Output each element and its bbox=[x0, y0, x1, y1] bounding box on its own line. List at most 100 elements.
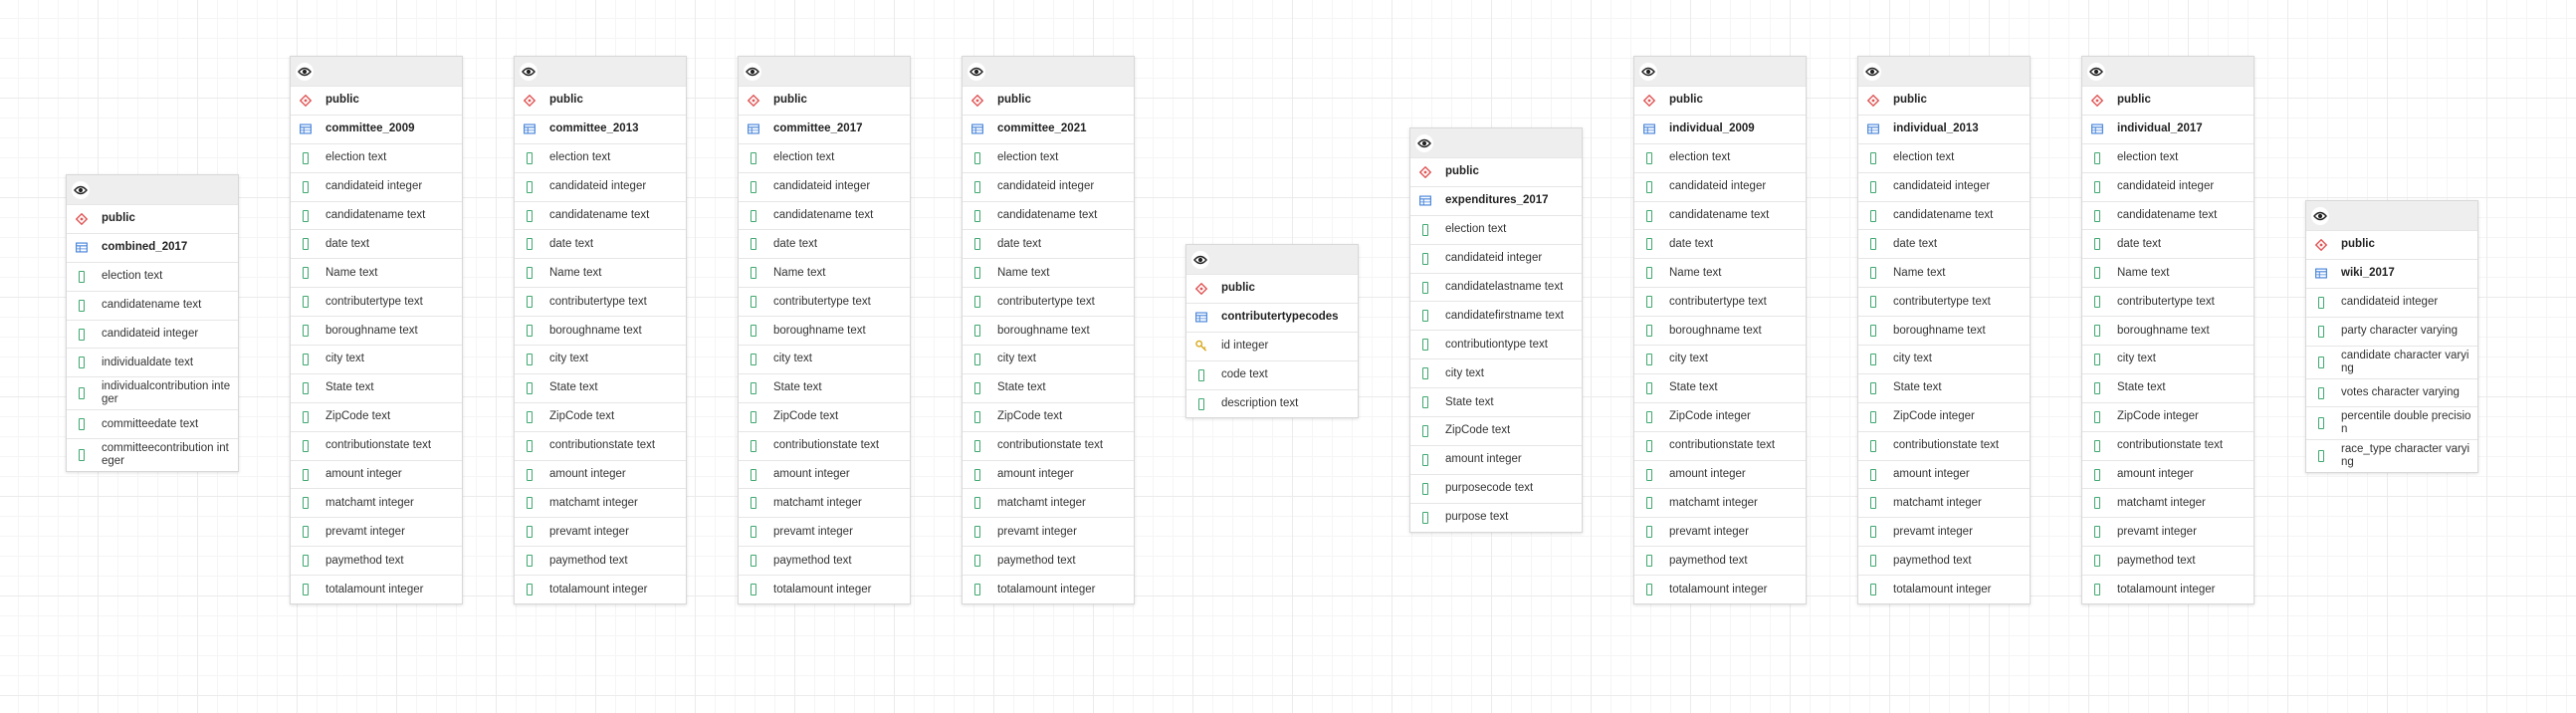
column-row[interactable]: paymethod text bbox=[291, 546, 462, 575]
column-row[interactable]: boroughname text bbox=[2082, 316, 2254, 345]
column-row[interactable]: boroughname text bbox=[1634, 316, 1806, 345]
column-row[interactable]: Name text bbox=[739, 258, 910, 287]
column-row[interactable]: election text bbox=[1858, 142, 2030, 172]
column-row[interactable]: amount integer bbox=[1858, 459, 2030, 489]
column-row[interactable]: amount integer bbox=[963, 459, 1134, 489]
column-row[interactable]: contributertype text bbox=[739, 287, 910, 316]
column-row[interactable]: amount integer bbox=[1634, 459, 1806, 489]
column-row[interactable]: race_type character varying bbox=[2306, 439, 2477, 472]
column-row[interactable]: candidatename text bbox=[739, 200, 910, 230]
column-row[interactable]: election text bbox=[1634, 142, 1806, 172]
eye-icon[interactable] bbox=[2311, 206, 2329, 225]
column-row[interactable]: totalamount integer bbox=[515, 575, 686, 603]
column-row[interactable]: percentile double precision bbox=[2306, 406, 2477, 439]
column-row[interactable]: candidateid integer bbox=[1634, 171, 1806, 201]
column-row[interactable]: amount integer bbox=[739, 459, 910, 489]
column-row[interactable]: contributionstate text bbox=[515, 430, 686, 460]
column-row[interactable]: date text bbox=[2082, 229, 2254, 258]
column-row[interactable]: ZipCode integer bbox=[1634, 401, 1806, 431]
column-row[interactable]: date text bbox=[739, 229, 910, 258]
column-row[interactable]: boroughname text bbox=[515, 316, 686, 345]
column-row[interactable]: city text bbox=[1858, 345, 2030, 373]
table-name-row[interactable]: individual_2013 bbox=[1858, 114, 2030, 143]
column-row[interactable]: contributionstate text bbox=[1634, 430, 1806, 460]
column-row[interactable]: contributertype text bbox=[515, 287, 686, 316]
column-row[interactable]: paymethod text bbox=[1858, 546, 2030, 575]
column-row[interactable]: amount integer bbox=[1410, 444, 1582, 474]
column-row[interactable]: date text bbox=[1858, 229, 2030, 258]
table-name-row[interactable]: individual_2017 bbox=[2082, 114, 2254, 143]
column-row[interactable]: contributertype text bbox=[963, 287, 1134, 316]
column-row[interactable]: totalamount integer bbox=[1858, 575, 2030, 603]
column-row[interactable]: candidatename text bbox=[2082, 200, 2254, 230]
column-row[interactable]: individualdate text bbox=[67, 348, 238, 376]
column-row[interactable]: contributionstate text bbox=[2082, 430, 2254, 460]
eye-icon[interactable] bbox=[296, 62, 314, 81]
column-row[interactable]: date text bbox=[1634, 229, 1806, 258]
column-row[interactable]: candidateid integer bbox=[2082, 171, 2254, 201]
column-row[interactable]: id integer bbox=[1186, 331, 1358, 360]
column-row[interactable]: election text bbox=[963, 142, 1134, 172]
column-row[interactable]: State text bbox=[963, 372, 1134, 402]
column-row[interactable]: contributertype text bbox=[291, 287, 462, 316]
column-row[interactable]: Name text bbox=[1634, 258, 1806, 287]
column-row[interactable]: contributertype text bbox=[1858, 287, 2030, 316]
column-row[interactable]: matchamt integer bbox=[2082, 488, 2254, 517]
eye-icon[interactable] bbox=[2087, 62, 2105, 81]
column-row[interactable]: candidate character varying bbox=[2306, 345, 2477, 378]
column-row[interactable]: Name text bbox=[963, 258, 1134, 287]
table-name-row[interactable]: expenditures_2017 bbox=[1410, 185, 1582, 215]
column-row[interactable]: committeedate text bbox=[67, 409, 238, 438]
column-row[interactable]: election text bbox=[739, 142, 910, 172]
column-row[interactable]: candidateid integer bbox=[2306, 287, 2477, 317]
column-row[interactable]: candidateid integer bbox=[963, 171, 1134, 201]
eye-icon[interactable] bbox=[1863, 62, 1881, 81]
column-row[interactable]: contributionstate text bbox=[1858, 430, 2030, 460]
column-row[interactable]: candidatename text bbox=[291, 200, 462, 230]
column-row[interactable]: ZipCode text bbox=[1410, 416, 1582, 445]
column-row[interactable]: matchamt integer bbox=[515, 488, 686, 517]
column-row[interactable]: votes character varying bbox=[2306, 377, 2477, 407]
column-row[interactable]: ZipCode text bbox=[515, 401, 686, 431]
column-row[interactable]: city text bbox=[963, 345, 1134, 373]
column-row[interactable]: State text bbox=[739, 372, 910, 402]
table-name-row[interactable]: combined_2017 bbox=[67, 232, 238, 262]
eye-icon[interactable] bbox=[1415, 133, 1433, 152]
column-row[interactable]: contributionstate text bbox=[739, 430, 910, 460]
column-row[interactable]: ZipCode text bbox=[963, 401, 1134, 431]
column-row[interactable]: amount integer bbox=[515, 459, 686, 489]
column-row[interactable]: individualcontribution integer bbox=[67, 376, 238, 409]
table-name-row[interactable]: individual_2009 bbox=[1634, 114, 1806, 143]
column-row[interactable]: candidatename text bbox=[515, 200, 686, 230]
column-row[interactable]: State text bbox=[291, 372, 462, 402]
column-row[interactable]: Name text bbox=[291, 258, 462, 287]
column-row[interactable]: candidateid integer bbox=[1410, 243, 1582, 273]
column-row[interactable]: State text bbox=[1858, 372, 2030, 402]
column-row[interactable]: candidateid integer bbox=[515, 171, 686, 201]
table-name-row[interactable]: committee_2009 bbox=[291, 114, 462, 143]
column-row[interactable]: candidateid integer bbox=[739, 171, 910, 201]
column-row[interactable]: city text bbox=[739, 345, 910, 373]
column-row[interactable]: election text bbox=[67, 261, 238, 291]
column-row[interactable]: Name text bbox=[1858, 258, 2030, 287]
column-row[interactable]: ZipCode text bbox=[739, 401, 910, 431]
column-row[interactable]: matchamt integer bbox=[963, 488, 1134, 517]
column-row[interactable]: date text bbox=[291, 229, 462, 258]
eye-icon[interactable] bbox=[967, 62, 985, 81]
column-row[interactable]: totalamount integer bbox=[1634, 575, 1806, 603]
column-row[interactable]: totalamount integer bbox=[963, 575, 1134, 603]
column-row[interactable]: code text bbox=[1186, 359, 1358, 389]
column-row[interactable]: candidatename text bbox=[963, 200, 1134, 230]
eye-icon[interactable] bbox=[72, 180, 90, 199]
column-row[interactable]: paymethod text bbox=[515, 546, 686, 575]
column-row[interactable]: boroughname text bbox=[963, 316, 1134, 345]
column-row[interactable]: committeecontribution integer bbox=[67, 438, 238, 471]
column-row[interactable]: boroughname text bbox=[291, 316, 462, 345]
